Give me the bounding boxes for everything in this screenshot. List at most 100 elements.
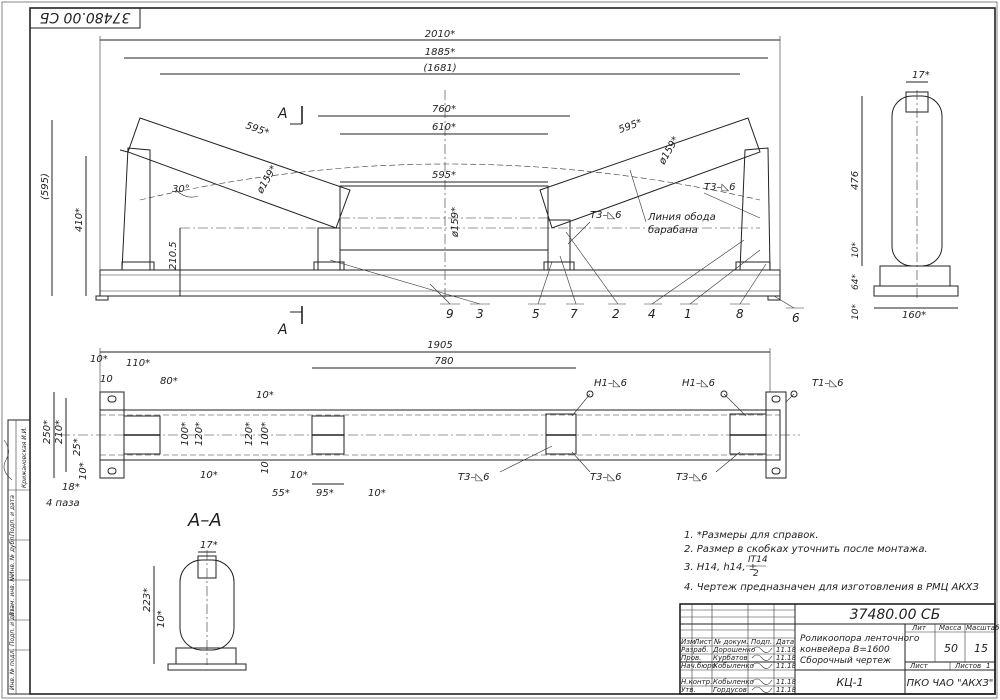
weld-t1: Т1–◺6 — [812, 378, 844, 389]
right-bracket-base — [735, 261, 771, 271]
signature-1 — [751, 646, 773, 653]
tb-name-4: Кобыленко — [713, 678, 754, 686]
drawing-frame — [29, 7, 996, 695]
left-bracket — [121, 147, 151, 271]
tb-role-4: Н.контр. — [681, 678, 712, 686]
pos-4: 4 — [648, 307, 656, 321]
dim-120a: 120* — [194, 422, 205, 446]
tb-scale-label: Масштаб — [966, 624, 1000, 632]
dim-100b: 100* — [260, 422, 271, 446]
drum-note-leader — [629, 169, 647, 223]
right-bracket — [739, 147, 771, 271]
pos-8: 8 — [736, 307, 744, 321]
note-3-den: 2 — [753, 569, 759, 579]
section-dim-223: 223* — [142, 588, 153, 612]
dim-10b: 10 — [100, 374, 113, 385]
notes: 1. *Размеры для справок. 2. Размер в ско… — [684, 530, 979, 593]
front-view: 2010* 1885* (1681) 760* 610* 595* ø159* … — [40, 29, 804, 338]
dim-595-center: 595* — [432, 170, 456, 181]
foot-left — [95, 295, 109, 301]
pos-3: 3 — [476, 307, 484, 321]
section-dim-17: 17* — [200, 540, 218, 551]
dim-110: 110* — [126, 358, 150, 369]
tb-role-3: Нач.бюро — [681, 662, 716, 670]
tb-scale: 15 — [974, 642, 988, 655]
doc-code-rotated: 37480.00 СБ — [40, 9, 131, 25]
tb-code: КЦ-1 — [836, 676, 863, 689]
section-aa: А–А 17* 223* 10* — [142, 510, 247, 671]
weld-plan-3: Т3–◺6 — [676, 472, 708, 483]
position-callouts: 9 3 5 7 2 4 1 8 6 — [329, 231, 804, 325]
dim-10e: 10* — [256, 390, 274, 401]
dim-95: 95* — [316, 488, 334, 499]
pos-2: 2 — [612, 307, 620, 321]
tb-date-2: 11.18 — [776, 654, 797, 662]
signature-5 — [751, 686, 773, 693]
tb-name-line-3: Сборочный чертеж — [800, 656, 892, 666]
base-beam — [99, 269, 781, 297]
holes-note: 4 паза — [46, 498, 80, 509]
stamp-vzam: Взам. инв. № — [9, 575, 16, 616]
tb-name-1: Дорошенко — [712, 646, 755, 654]
weld-leader-2 — [567, 221, 591, 245]
dim-2105: 210.5 — [168, 241, 179, 270]
angle-arc — [175, 189, 199, 198]
tb-date-1: 11.18 — [776, 646, 797, 654]
dim-595-right: 595* — [617, 117, 643, 136]
dim-595-vert: (595) — [40, 173, 51, 200]
pos-6: 6 — [792, 311, 800, 325]
side-foot — [873, 285, 959, 297]
signature-2 — [751, 654, 773, 661]
dim-80: 80* — [160, 376, 178, 387]
weld-t3-top-right: Т3–◺6 — [704, 182, 736, 193]
dim-64-side: 64* — [851, 274, 861, 290]
dim-159-center: ø159* — [450, 207, 461, 238]
stamp-podp-2: Подп. и дата — [9, 495, 16, 536]
tb-date-3: 11.18 — [776, 662, 797, 670]
dim-10f: 10 — [260, 461, 271, 474]
section-title: А–А — [187, 510, 222, 531]
dim-160: 160* — [902, 310, 926, 321]
tb-role-1: Разраб. — [681, 646, 709, 654]
dim-25: 25* — [72, 438, 83, 456]
drum-rim-line — [139, 163, 761, 201]
tb-name-line-1: Роликоопора ленточного — [800, 634, 920, 644]
tb-doc-number: 37480.00 СБ — [850, 607, 941, 623]
signature-3 — [751, 662, 773, 669]
tb-role-2: Пров. — [681, 654, 701, 662]
dim-10g: 10* — [290, 470, 308, 481]
section-mark-top: А — [277, 106, 288, 122]
section-foot — [167, 663, 247, 671]
tb-name-line-2: конвейера В=1600 — [800, 645, 890, 655]
dim-55: 55* — [272, 488, 290, 499]
section-mark-bottom: А — [277, 322, 288, 338]
weld-leader-1 — [703, 192, 761, 219]
tb-hdr-list: Лист — [693, 638, 713, 646]
left-roller-axle — [119, 149, 129, 153]
dim-159-right: ø159* — [657, 135, 682, 168]
title-block: Изм Лист № докум. Подп. Дата Разраб. Дор… — [679, 603, 1000, 695]
tb-role-5: Утв. — [681, 686, 696, 694]
weld-t3-top-center: Т3–◺6 — [590, 210, 622, 221]
tb-name-5: Гордусов — [713, 686, 747, 694]
note-2: 2. Размер в скобках уточнить после монта… — [684, 543, 928, 555]
dim-10c: 10* — [78, 462, 89, 480]
pos-1: 1 — [684, 307, 692, 321]
tb-org: ПКО ЧАО "АКХЗ" — [907, 678, 994, 689]
pos-7: 7 — [570, 307, 578, 321]
tb-date-4: 11.18 — [776, 678, 797, 686]
center-stand-right-base — [543, 261, 575, 271]
drum-note-2: барабана — [648, 224, 698, 236]
tb-lit: Лит — [911, 624, 927, 632]
dim-10a: 10* — [90, 354, 108, 365]
dim-120b: 120* — [244, 422, 255, 446]
dim-1681: (1681) — [423, 63, 456, 74]
dim-10-side: 10* — [851, 242, 861, 258]
tb-sheets: 1 — [986, 662, 990, 670]
stamp-signature-name: Крижановская И.И. — [21, 427, 28, 488]
note-4: 4. Чертеж предназначен для изготовления … — [684, 582, 979, 593]
tb-name-3: Кобыленко — [713, 662, 754, 670]
tb-sheets-label: Листов — [954, 662, 981, 670]
